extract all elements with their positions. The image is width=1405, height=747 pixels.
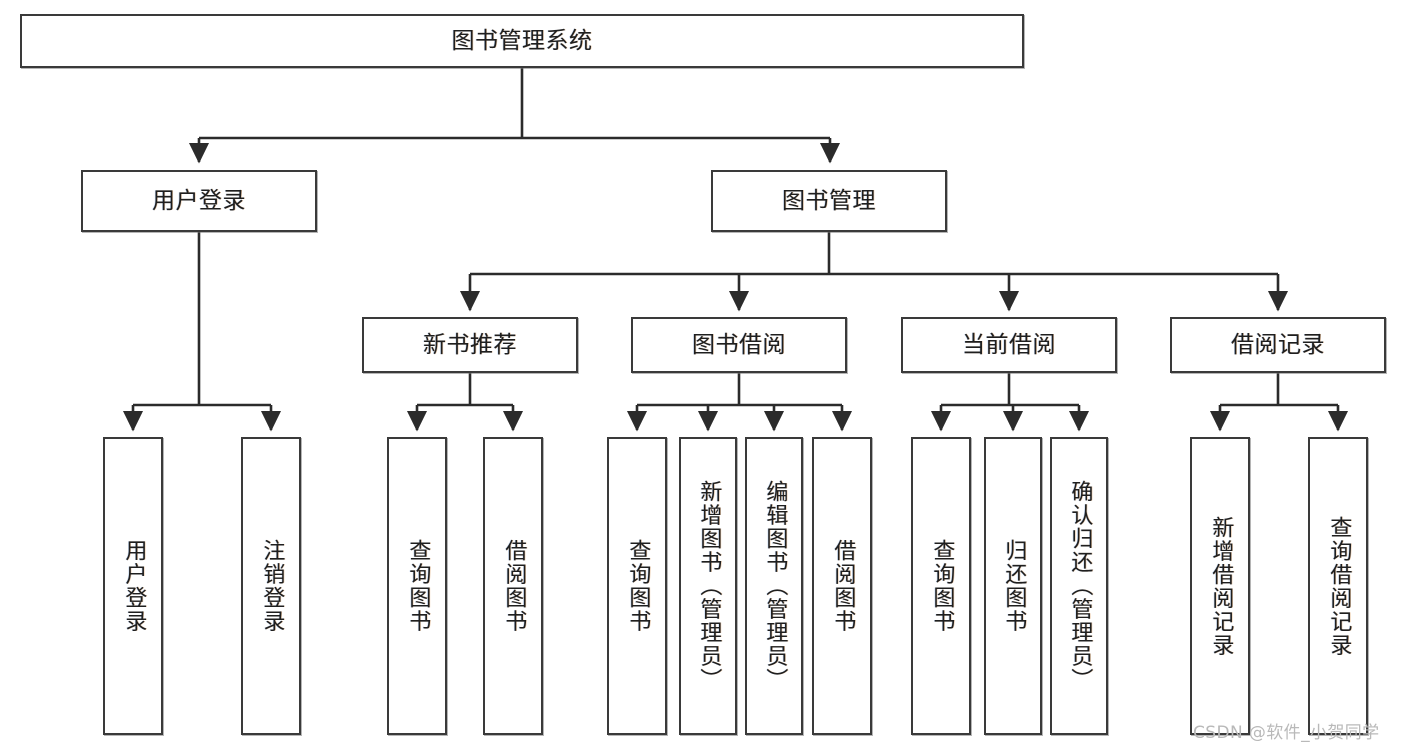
- node-label: 新增图书（管理员）: [696, 480, 722, 692]
- leaf-node[interactable]: 查询借阅记录: [1308, 437, 1368, 735]
- node-label: 用户登录: [121, 539, 147, 633]
- node-label: 查询图书: [405, 539, 431, 633]
- node-label: 用户登录: [152, 187, 246, 214]
- node-root-system[interactable]: 图书管理系统: [20, 14, 1024, 68]
- node-borrow-record[interactable]: 借阅记录: [1170, 317, 1386, 373]
- node-book-management[interactable]: 图书管理: [711, 170, 947, 232]
- leaf-node[interactable]: 用户登录: [103, 437, 163, 735]
- node-book-borrow[interactable]: 图书借阅: [631, 317, 847, 373]
- leaf-node[interactable]: 新增图书（管理员）: [679, 437, 737, 735]
- node-label: 借阅图书: [501, 539, 527, 633]
- node-label: 当前借阅: [962, 331, 1056, 358]
- node-label: 确认归还（管理员）: [1067, 480, 1093, 692]
- node-label: 借阅图书: [830, 539, 856, 633]
- node-label: 编辑图书（管理员）: [762, 480, 788, 692]
- node-label: 查询借阅记录: [1326, 515, 1352, 657]
- leaf-node[interactable]: 借阅图书: [483, 437, 543, 735]
- leaf-node[interactable]: 注销登录: [241, 437, 301, 735]
- leaf-node[interactable]: 借阅图书: [812, 437, 872, 735]
- leaf-node[interactable]: 确认归还（管理员）: [1050, 437, 1108, 735]
- node-label: 归还图书: [1001, 539, 1027, 633]
- node-label: 借阅记录: [1231, 331, 1325, 358]
- node-new-book-recommend[interactable]: 新书推荐: [362, 317, 578, 373]
- node-label: 图书借阅: [692, 331, 786, 358]
- leaf-node[interactable]: 新增借阅记录: [1190, 437, 1250, 735]
- node-label: 图书管理系统: [451, 27, 593, 54]
- node-label: 新书推荐: [423, 331, 517, 358]
- leaf-node[interactable]: 查询图书: [607, 437, 667, 735]
- node-user-login[interactable]: 用户登录: [81, 170, 317, 232]
- leaf-node[interactable]: 查询图书: [911, 437, 971, 735]
- node-current-borrow[interactable]: 当前借阅: [901, 317, 1117, 373]
- node-label: 注销登录: [259, 539, 285, 633]
- node-label: 查询图书: [929, 539, 955, 633]
- leaf-node[interactable]: 查询图书: [387, 437, 447, 735]
- leaf-node[interactable]: 编辑图书（管理员）: [745, 437, 803, 735]
- node-label: 图书管理: [782, 187, 876, 214]
- node-label: 查询图书: [625, 539, 651, 633]
- csdn-watermark: CSDN @软件_小贺同学: [1193, 723, 1380, 743]
- leaf-node[interactable]: 归还图书: [984, 437, 1042, 735]
- node-label: 新增借阅记录: [1208, 515, 1234, 657]
